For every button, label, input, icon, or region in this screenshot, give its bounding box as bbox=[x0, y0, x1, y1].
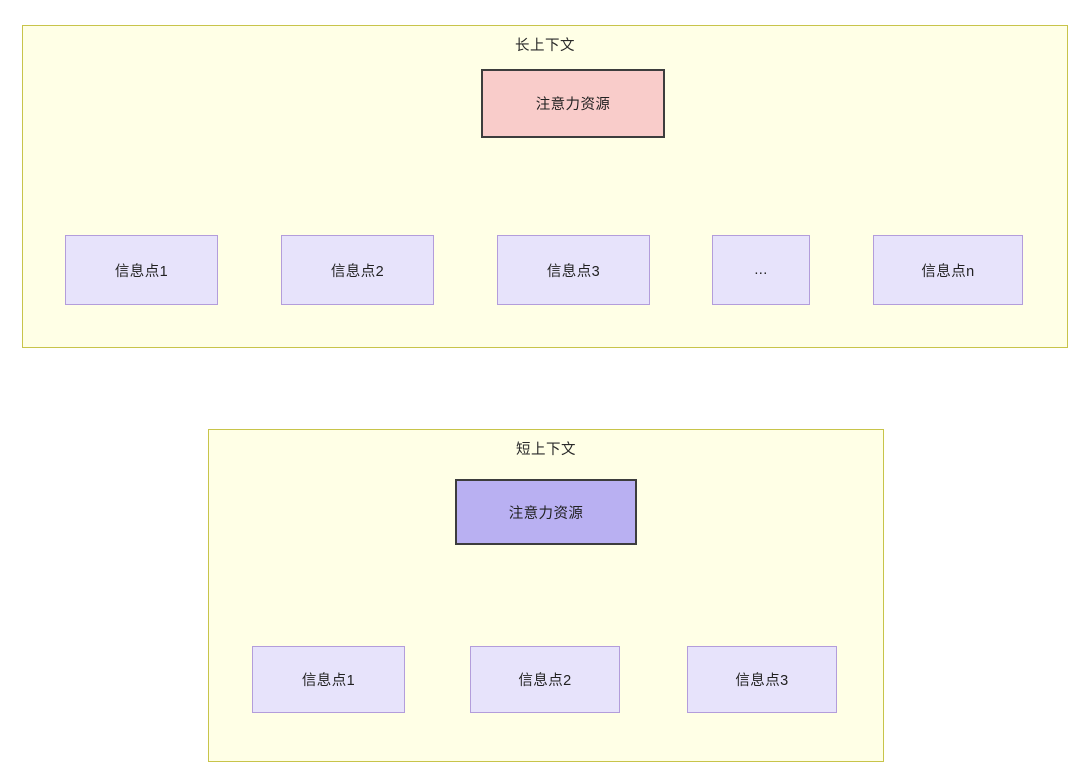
node-short-info-point-2[interactable]: 信息点2 bbox=[470, 646, 620, 713]
node-short-info-point-3[interactable]: 信息点3 bbox=[687, 646, 837, 713]
node-long-info-point-3[interactable]: 信息点3 bbox=[497, 235, 650, 305]
node-long-info-point-1[interactable]: 信息点1 bbox=[65, 235, 218, 305]
node-long-info-point-2[interactable]: 信息点2 bbox=[281, 235, 434, 305]
group-long-context-title: 长上下文 bbox=[515, 38, 575, 54]
node-long-attention-resource[interactable]: 注意力资源 bbox=[481, 69, 665, 138]
node-short-info-point-1[interactable]: 信息点1 bbox=[252, 646, 405, 713]
group-short-context-title: 短上下文 bbox=[516, 442, 576, 458]
node-long-info-point-n[interactable]: 信息点n bbox=[873, 235, 1023, 305]
node-long-info-point-ellipsis[interactable]: ... bbox=[712, 235, 810, 305]
node-short-attention-resource[interactable]: 注意力资源 bbox=[455, 479, 637, 545]
